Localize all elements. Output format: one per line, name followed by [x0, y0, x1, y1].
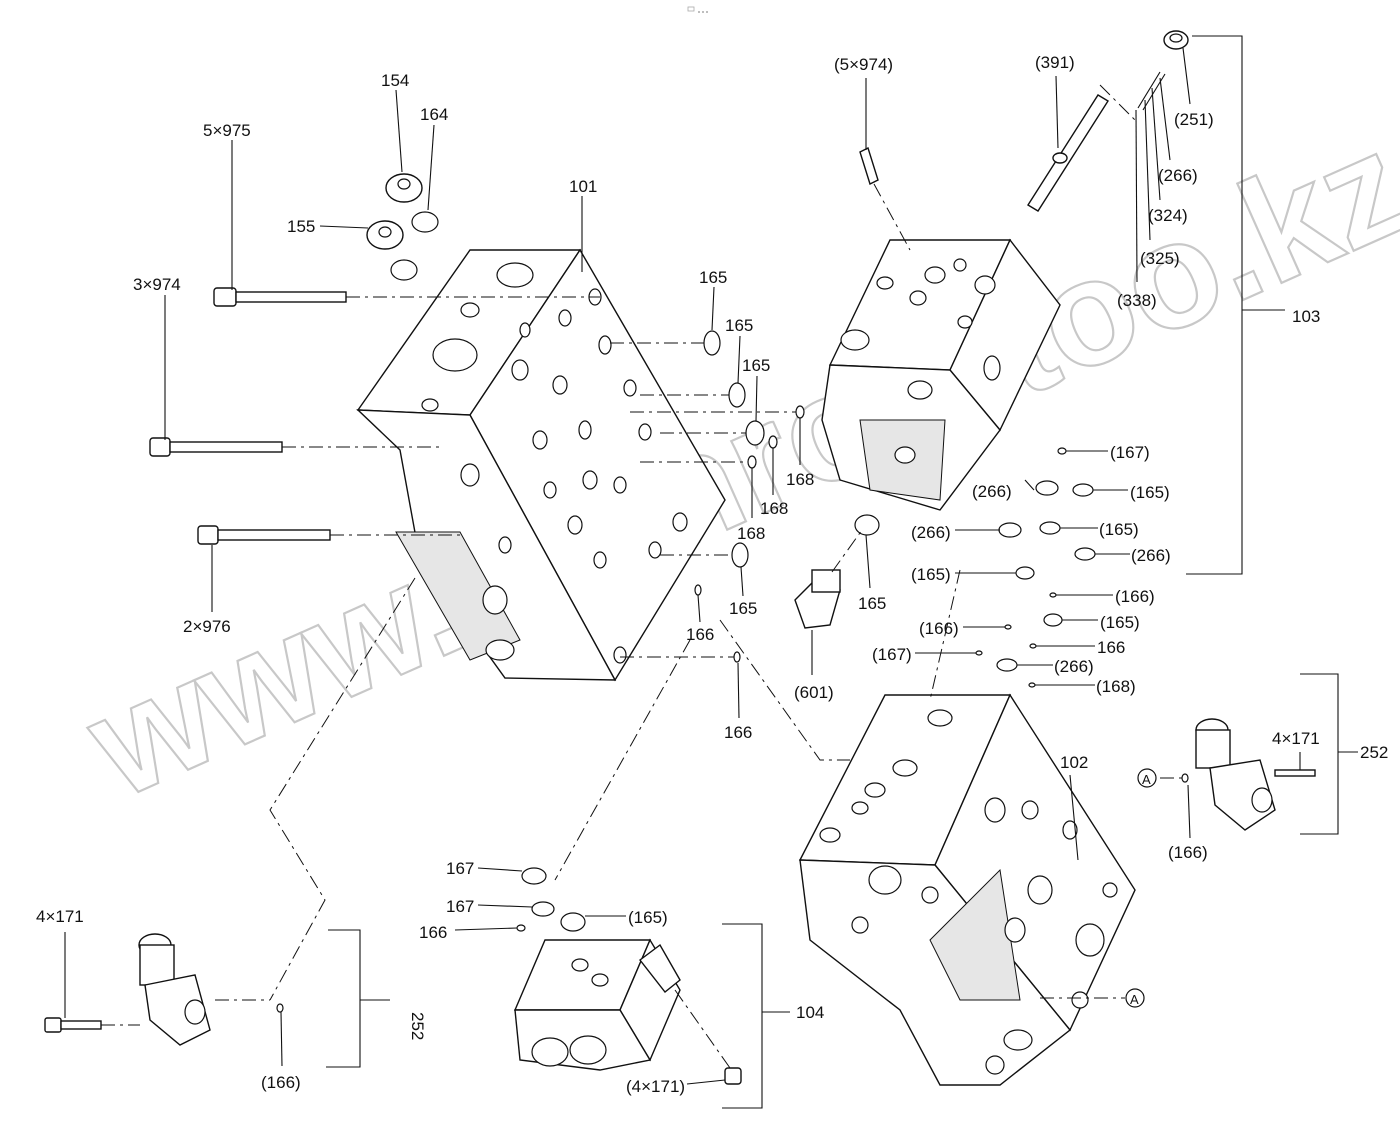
connector-lines [215, 569, 1125, 1001]
leader-lines [64, 35, 1358, 1109]
marker-a-lower-label: A [1130, 992, 1139, 1007]
label-103: 103 [1292, 307, 1320, 326]
housing-103 [821, 238, 1061, 511]
label-166-e: 166 [1097, 638, 1125, 657]
label-166-d: (166) [919, 619, 959, 638]
label-165-h: (165) [911, 565, 951, 584]
watermark-text: www.sinhron-too.kz [64, 98, 1400, 829]
label-5x974-upper: (5×974) [834, 55, 893, 74]
label-251: (251) [1174, 110, 1214, 129]
housing-101 [356, 248, 726, 682]
label-165-c: 165 [742, 356, 770, 375]
valve-252-right [1160, 718, 1316, 831]
label-168-d: (168) [1096, 677, 1136, 696]
label-252-right: 252 [1360, 743, 1388, 762]
label-167-a: (167) [1110, 443, 1150, 462]
label-338: (338) [1117, 291, 1157, 310]
housing-102 [798, 693, 1136, 1086]
label-266-d: (266) [1131, 546, 1171, 565]
label-266-b: (266) [972, 482, 1012, 501]
label-266-c: (266) [911, 523, 951, 542]
label-167-b: (167) [872, 645, 912, 664]
label-4x171-bottom: (4×171) [626, 1077, 685, 1096]
label-102: 102 [1060, 753, 1088, 772]
label-167-c: 167 [446, 859, 474, 878]
label-165-d: 165 [729, 599, 757, 618]
label-101: 101 [569, 177, 597, 196]
label-155: 155 [287, 217, 315, 236]
bolt-976 [197, 525, 460, 545]
label-165-b: 165 [725, 316, 753, 335]
spring-324 [1137, 71, 1166, 111]
sensor-601 [794, 514, 880, 629]
cap-251 [1163, 30, 1189, 50]
spool-391 [1027, 84, 1136, 212]
label-165-e: 165 [858, 594, 886, 613]
label-166-b: 166 [724, 723, 752, 742]
label-325: (325) [1140, 249, 1180, 268]
label-154: 154 [381, 71, 409, 90]
label-3x974: 3×974 [133, 275, 181, 294]
housing-104 [513, 867, 742, 1085]
marker-a-lower: A [1125, 988, 1145, 1008]
label-266-a: (266) [1158, 166, 1198, 185]
marker-a-right-label: A [1142, 772, 1151, 787]
bolt-974 [149, 437, 440, 457]
label-166-c: (166) [1115, 587, 1155, 606]
label-601: (601) [794, 683, 834, 702]
label-166-a: 166 [686, 625, 714, 644]
label-2x976: 2×976 [183, 617, 231, 636]
label-104: 104 [796, 1003, 824, 1022]
label-168-b: 168 [760, 499, 788, 518]
o-rings-101 [610, 330, 805, 663]
label-165-j: (165) [628, 908, 668, 927]
bolt-974-upper [859, 147, 911, 251]
label-165-i: (165) [1100, 613, 1140, 632]
bolt-975 [213, 287, 600, 307]
view-toggle-icon[interactable] [687, 6, 708, 13]
label-168-c: 168 [737, 524, 765, 543]
label-166-h: 166 [419, 923, 447, 942]
label-165-g: (165) [1099, 520, 1139, 539]
label-391: (391) [1035, 53, 1075, 72]
label-168-a: 168 [786, 470, 814, 489]
label-165-a: 165 [699, 268, 727, 287]
label-167-d: 167 [446, 897, 474, 916]
label-4x171-right: 4×171 [1272, 729, 1320, 748]
ring-164 [411, 211, 439, 233]
part-labels: 154 164 155 5×975 3×974 101 2×976 165 16… [36, 53, 1388, 1096]
label-164: 164 [420, 105, 448, 124]
label-5x975: 5×975 [203, 121, 251, 140]
label-166-f: (166) [1168, 843, 1208, 862]
label-165-f: (165) [1130, 483, 1170, 502]
o-rings-103 [975, 447, 1096, 688]
label-324: (324) [1148, 206, 1188, 225]
valve-252-left [44, 933, 284, 1046]
label-252-left: 252 [408, 1012, 427, 1040]
label-266-e: (266) [1054, 657, 1094, 676]
watermark: www.sinhron-too.kz [63, 97, 1400, 830]
plug-155 [366, 220, 418, 281]
label-4x171-left: 4×171 [36, 907, 84, 926]
plug-154 [385, 173, 423, 203]
label-166-g: (166) [261, 1073, 301, 1092]
marker-a-right: A [1137, 768, 1157, 788]
